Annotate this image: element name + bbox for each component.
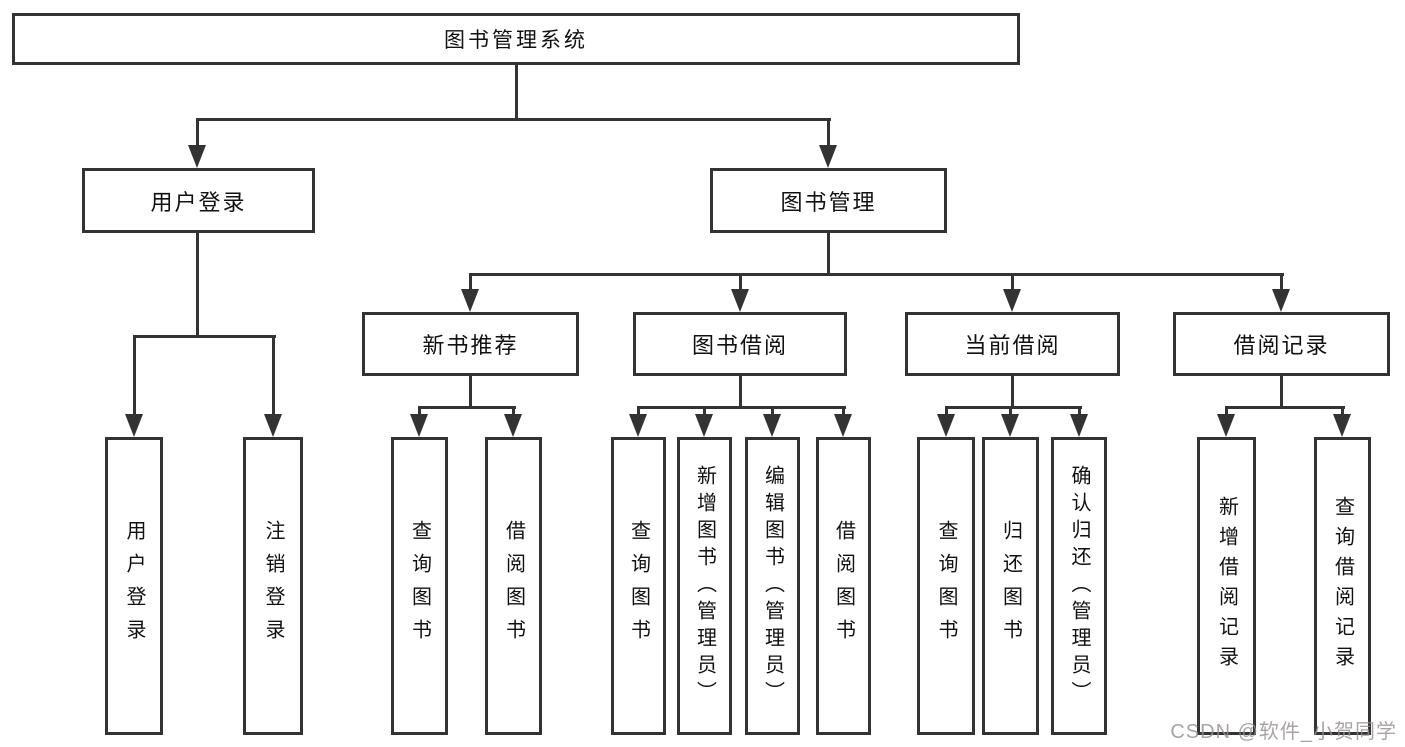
arrow-down-icon: [1333, 414, 1351, 437]
connector-line: [945, 406, 948, 417]
leaf-confirm-return-admin: 确认归还（管理员）: [1051, 437, 1107, 735]
connector-line: [469, 273, 472, 292]
connector-line: [637, 406, 640, 417]
leaf-add-books-admin: 新增图书（管理员）: [677, 437, 732, 735]
arrow-down-icon: [504, 414, 522, 437]
connector-line: [739, 376, 742, 409]
node-label: 用户登录: [150, 189, 247, 215]
leaf-search-books-current: 查询图书: [917, 437, 975, 735]
node-label: 图书管理: [780, 189, 877, 215]
arrow-down-icon: [695, 414, 713, 437]
leaf-search-borrow-record: 查询借阅记录: [1314, 437, 1371, 735]
node-library-management-system: 图书管理系统: [12, 13, 1020, 65]
leaf-label: 查询图书: [627, 520, 650, 652]
leaf-label: 编辑图书（管理员）: [761, 464, 784, 708]
connector-line: [418, 406, 421, 417]
connector-line: [827, 118, 830, 148]
leaf-label: 用户登录: [123, 520, 145, 652]
connector-line: [739, 273, 742, 292]
leaf-label: 借阅图书: [502, 520, 525, 652]
leaf-add-borrow-record: 新增借阅记录: [1197, 437, 1256, 735]
connector-line: [1011, 273, 1014, 292]
connector-line: [512, 406, 515, 417]
connector-line: [1341, 406, 1344, 417]
connector-line: [133, 335, 276, 338]
node-label: 图书管理系统: [444, 29, 588, 52]
leaf-user-login-action: 用户登录: [105, 437, 163, 735]
arrow-down-icon: [629, 414, 647, 437]
arrow-down-icon: [819, 145, 837, 168]
connector-line: [469, 376, 472, 409]
leaf-label: 借阅图书: [832, 520, 855, 652]
node-book-management: 图书管理: [710, 168, 947, 233]
connector-line: [842, 406, 845, 417]
arrow-down-icon: [834, 414, 852, 437]
connector-line: [515, 65, 518, 121]
leaf-label: 注销登录: [262, 520, 284, 652]
connector-line: [1225, 406, 1345, 409]
connector-line: [1280, 273, 1283, 292]
node-current-borrowing: 当前借阅: [905, 312, 1120, 376]
arrow-down-icon: [1070, 414, 1088, 437]
leaf-label: 新增借阅记录: [1215, 496, 1238, 676]
node-label: 当前借阅: [964, 333, 1061, 358]
leaf-search-books-recommend: 查询图书: [391, 437, 448, 735]
arrow-down-icon: [125, 414, 143, 437]
leaf-borrow-books: 借阅图书: [816, 437, 871, 735]
arrow-down-icon: [1001, 414, 1019, 437]
node-label: 图书借阅: [691, 333, 788, 358]
node-book-borrowing: 图书借阅: [633, 312, 847, 376]
leaf-label: 查询图书: [408, 520, 431, 652]
leaf-label: 归还图书: [999, 520, 1022, 652]
leaf-label: 查询借阅记录: [1331, 496, 1354, 676]
connector-line: [418, 406, 516, 409]
connector-line: [196, 118, 199, 148]
arrow-down-icon: [937, 414, 955, 437]
connector-line: [1225, 406, 1228, 417]
connector-line: [827, 233, 830, 276]
arrow-down-icon: [264, 414, 282, 437]
arrow-down-icon: [188, 145, 206, 168]
node-label: 借阅记录: [1233, 333, 1330, 358]
arrow-down-icon: [1003, 289, 1021, 312]
arrow-down-icon: [1217, 414, 1235, 437]
arrow-down-icon: [461, 289, 479, 312]
leaf-logout: 注销登录: [243, 437, 303, 735]
leaf-edit-books-admin: 编辑图书（管理员）: [745, 437, 800, 735]
connector-line: [1078, 406, 1081, 417]
leaf-label: 确认归还（管理员）: [1068, 464, 1090, 708]
node-label: 新书推荐: [422, 333, 519, 358]
connector-line: [1011, 376, 1014, 409]
connector-line: [469, 273, 1284, 276]
node-user-login: 用户登录: [82, 168, 315, 233]
node-new-book-recommendation: 新书推荐: [362, 312, 579, 376]
connector-line: [771, 406, 774, 417]
connector-line: [703, 406, 706, 417]
connector-line: [196, 233, 199, 338]
leaf-return-books: 归还图书: [982, 437, 1039, 735]
leaf-label: 查询图书: [935, 520, 957, 652]
connector-line: [1280, 376, 1283, 409]
connector-line: [133, 335, 136, 417]
arrow-down-icon: [1272, 289, 1290, 312]
leaf-borrow-books-recommend: 借阅图书: [485, 437, 542, 735]
connector-line: [272, 335, 275, 417]
connector-line: [196, 118, 831, 121]
leaf-search-books-borrow: 查询图书: [611, 437, 666, 735]
arrow-down-icon: [410, 414, 428, 437]
watermark: CSDN @软件_小贺同学: [1170, 721, 1397, 743]
arrow-down-icon: [763, 414, 781, 437]
leaf-label: 新增图书（管理员）: [693, 464, 716, 708]
node-borrowing-records: 借阅记录: [1173, 312, 1390, 376]
arrow-down-icon: [731, 289, 749, 312]
connector-line: [1009, 406, 1012, 417]
